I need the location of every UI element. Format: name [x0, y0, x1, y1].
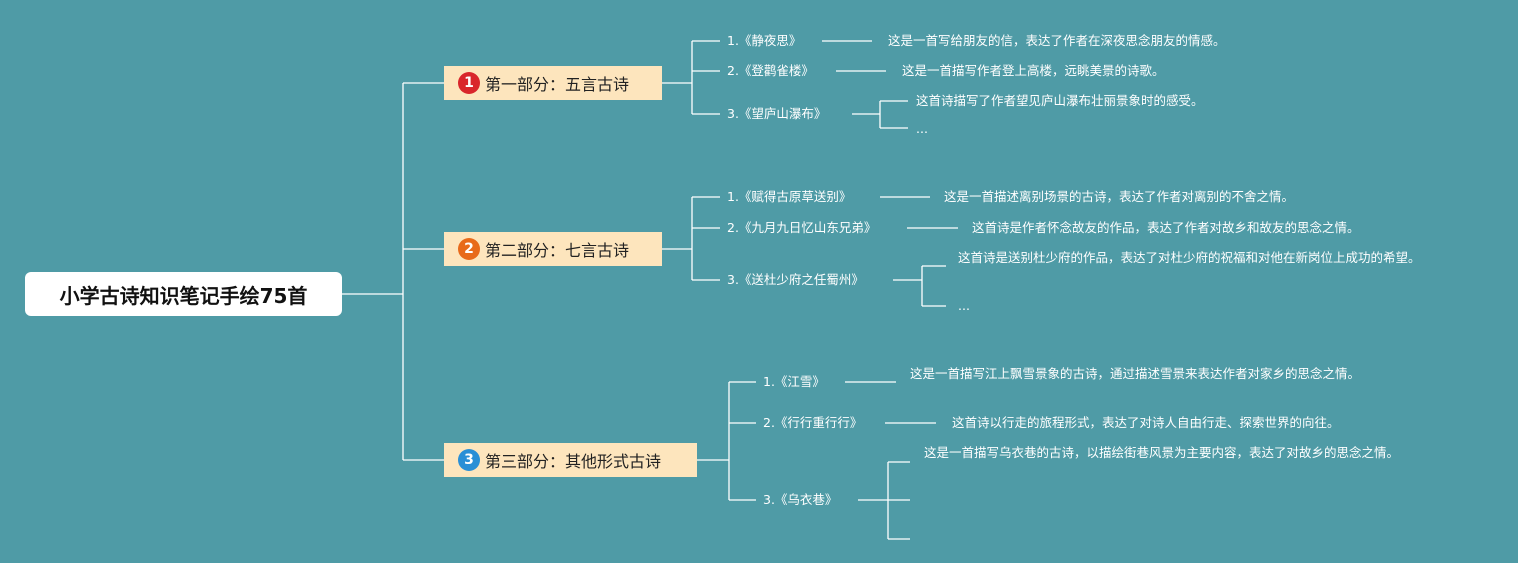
section-2-label: 第二部分：七言古诗: [485, 241, 630, 260]
section-1-label: 第一部分：五言古诗: [485, 75, 630, 94]
poem-title: 1.《赋得古原草送别》: [727, 189, 852, 204]
poem-desc: 这首诗是送别杜少府的作品，表达了对杜少府的祝福和对他在新岗位上成功的希望。: [958, 250, 1421, 265]
section-3: 3 第三部分：其他形式古诗: [444, 443, 697, 477]
section-3-badge: 3: [458, 449, 480, 471]
poem-desc: 这首诗描写了作者望见庐山瀑布壮丽景象时的感受。: [916, 93, 1204, 108]
section-1-badge: 1: [458, 72, 480, 94]
section-1: 1 第一部分：五言古诗: [444, 66, 662, 100]
poem-title: 3.《送杜少府之任蜀州》: [727, 272, 864, 287]
poem-title: 3.《乌衣巷》: [763, 492, 838, 507]
poem-desc: 这首诗以行走的旅程形式，表达了对诗人自由行走、探索世界的向往。: [952, 415, 1340, 430]
section-2-badge: 2: [458, 238, 480, 260]
poem-desc: 这是一首描写作者登上高楼，远眺美景的诗歌。: [902, 63, 1165, 78]
poem-desc-ellipsis: ...: [958, 298, 970, 313]
poem-desc: 这是一首描述离别场景的古诗，表达了作者对离别的不舍之情。: [944, 189, 1295, 204]
poem-desc-ellipsis: ...: [916, 121, 928, 136]
poem-desc: 这是一首描写乌衣巷的古诗，以描绘街巷风景为主要内容，表达了对故乡的思念之情。: [924, 445, 1400, 460]
poem-desc: 这首诗是作者怀念故友的作品，表达了作者对故乡和故友的思念之情。: [972, 220, 1360, 235]
section-3-label: 第三部分：其他形式古诗: [485, 452, 662, 471]
poem-title: 1.《江雪》: [763, 374, 825, 389]
poem-desc: 这是一首写给朋友的信，表达了作者在深夜思念朋友的情感。: [888, 33, 1226, 48]
root-title: 小学古诗知识笔记手绘75首: [25, 272, 342, 316]
poem-title: 2.《行行重行行》: [763, 415, 863, 430]
poem-title: 1.《静夜思》: [727, 33, 802, 48]
poem-title: 2.《登鹳雀楼》: [727, 63, 814, 78]
poem-desc: 这是一首描写江上飘雪景象的古诗，通过描述雪景来表达作者对家乡的思念之情。: [910, 366, 1361, 381]
section-2: 2 第二部分：七言古诗: [444, 232, 662, 266]
poem-title: 3.《望庐山瀑布》: [727, 106, 827, 121]
poem-title: 2.《九月九日忆山东兄弟》: [727, 220, 877, 235]
